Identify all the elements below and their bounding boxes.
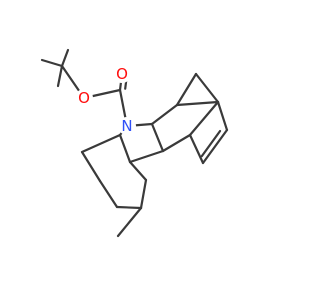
atom-o-ester: O [75,89,93,107]
bond-Me1-Cq [40,58,64,68]
atom-n: N [118,117,136,135]
bond-Bh6-Bh2 [188,133,205,165]
bond-A1-C4a [128,160,148,182]
molecule-structure: O O N [40,48,229,238]
atom-label-o-ester: O [78,89,90,107]
bond-C9a-Bh1 [150,103,179,126]
bond-Bh2-Bh4 [188,100,220,137]
bond-layer [40,48,229,238]
bond-C4b-Bh2 [161,133,192,153]
structure-canvas: O O N [40,48,229,238]
bond-A3-A2 [115,205,143,210]
bond-C8a-A6 [80,133,122,154]
atom-o-carbonyl: O [113,65,131,83]
bond-Bh1-Bh4 [175,100,220,107]
bond-A6-A4 [80,150,102,183]
bond-A2-Me [116,206,143,238]
atom-label-o-carbonyl: O [116,65,128,83]
bond-Bh1-Bh3 [175,72,198,107]
bond-Bh3-Bh4 [194,72,220,104]
bond-C9a-C4b [150,122,165,153]
atom-label-layer: O O N [75,65,136,135]
atom-o-carbonyl-bg [113,65,131,83]
bond-A2-A1 [139,178,148,210]
atom-n-bg [118,117,136,135]
bond-A4-A3 [98,179,119,209]
bond-Bh5-Bh6 [201,128,229,165]
bond-Bh5-Bh6-double [200,129,222,158]
bond-Bh4-Bh5 [216,100,229,132]
atom-o-ester-bg [75,89,93,107]
bond-Me2-Cq [60,48,70,68]
atom-label-n: N [121,117,132,135]
bond-C4b-C4a [128,149,165,164]
bond-C4a-C8a [118,133,132,164]
bond-Me3-Cq [56,64,64,88]
